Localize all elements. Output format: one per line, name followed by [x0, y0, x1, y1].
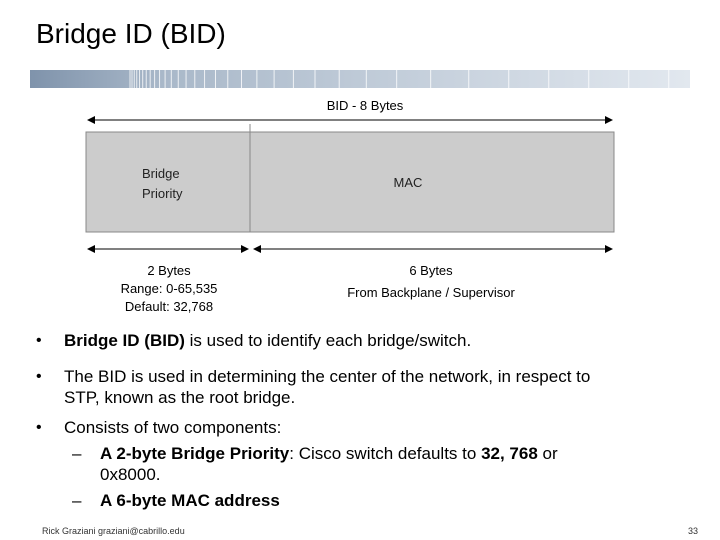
mac-term: A 6-byte MAC address: [100, 491, 280, 510]
bridge-priority-label-1: Bridge: [142, 166, 180, 181]
bullet-text: is used to identify each bridge/switch.: [184, 331, 472, 350]
bridge-priority-box: [85, 131, 251, 233]
slide-title: Bridge ID (BID): [36, 18, 226, 49]
page-number: 33: [687, 526, 698, 536]
bullet-text: The BID is used in determining the cente…: [64, 367, 591, 386]
mac-box: [249, 131, 615, 233]
bid-total-label: BID - 8 Bytes: [327, 98, 404, 113]
title-banner: [30, 66, 690, 88]
priority-term: A 2-byte Bridge Priority: [100, 444, 290, 463]
mac-label: MAC: [394, 175, 423, 190]
footer-author: Rick Graziani graziani@cabrillo.edu: [42, 526, 185, 536]
bullet-text: STP, known as the root bridge.: [64, 388, 296, 407]
bid-term: Bridge ID (BID): [64, 331, 185, 350]
bullet-dot: •: [36, 368, 42, 385]
mac-source-label: From Backplane / Supervisor: [347, 285, 515, 300]
priority-default-label: Default: 32,768: [125, 299, 213, 314]
bullet-dot: •: [36, 419, 42, 436]
priority-range-label: Range: 0-65,535: [121, 281, 218, 296]
sub-bullet-text: or: [537, 444, 558, 463]
sub-bullet-dash: –: [72, 491, 82, 510]
sub-bullet-text: : Cisco switch defaults to: [289, 444, 482, 463]
six-bytes-label: 6 Bytes: [409, 263, 453, 278]
sub-bullet-dash: –: [72, 444, 82, 463]
default-value: 32, 768: [481, 444, 538, 463]
sub-bullet-text: 0x8000.: [100, 465, 161, 484]
bullet-text: Consists of two components:: [64, 418, 282, 437]
bridge-priority-label-2: Priority: [142, 186, 183, 201]
bid-diagram: BID - 8 Bytes Bridge Priority MAC 2 Byte…: [80, 94, 640, 314]
two-bytes-label: 2 Bytes: [147, 263, 191, 278]
bullet-dot: •: [36, 332, 42, 349]
